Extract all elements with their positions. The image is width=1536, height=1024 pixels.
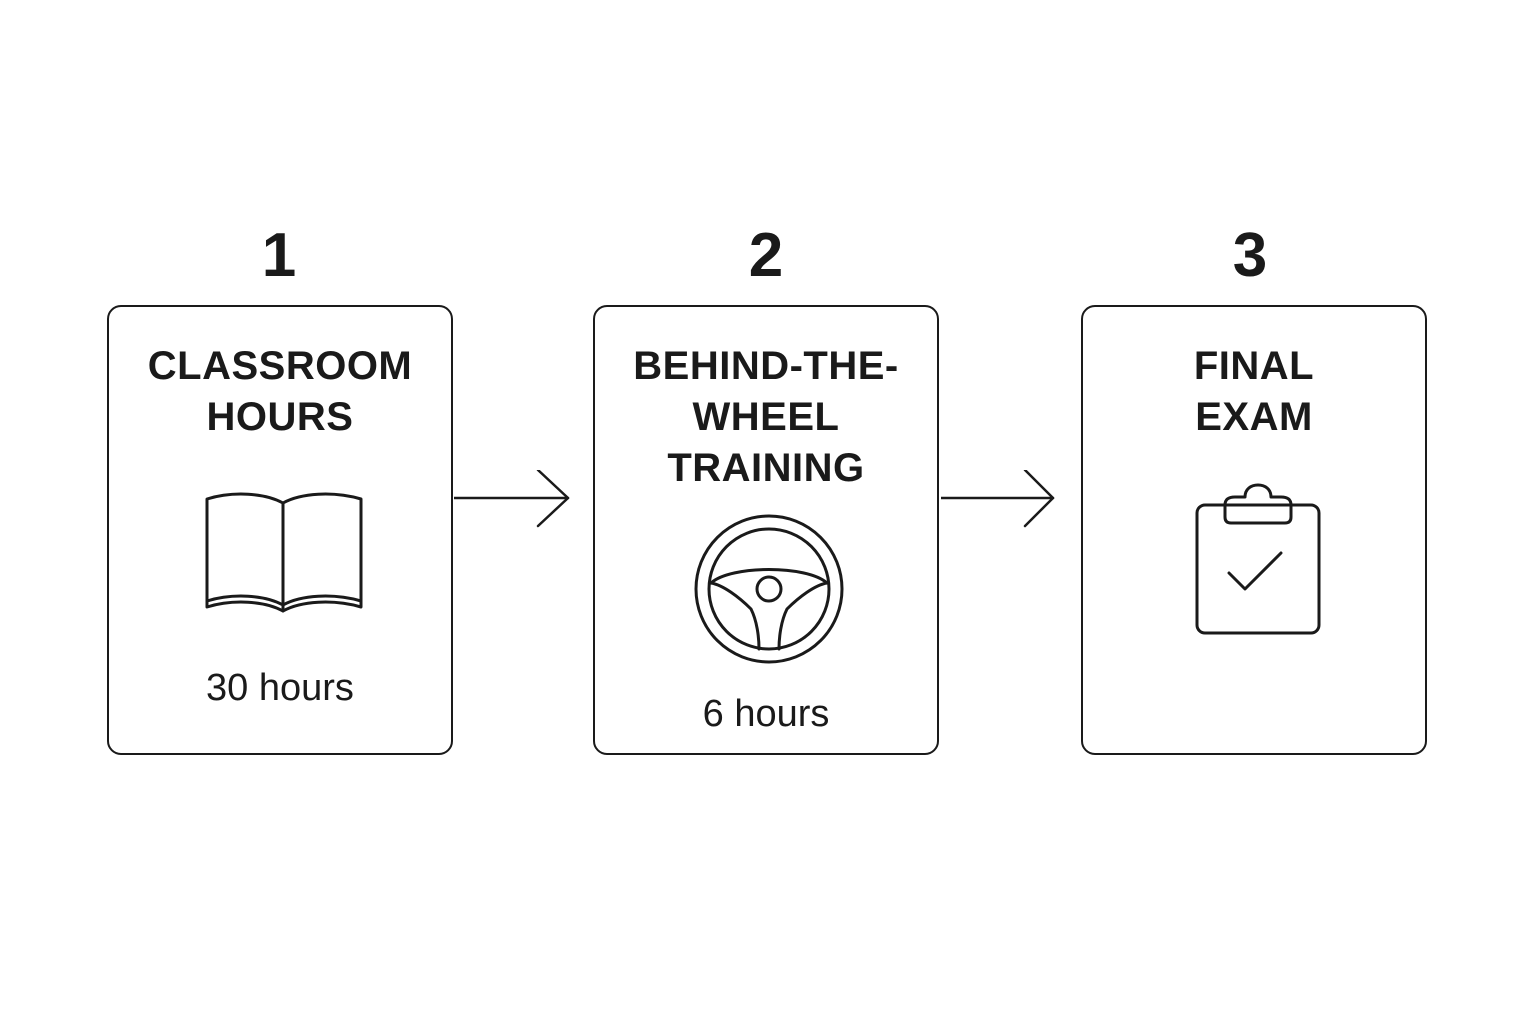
step-card-behind-the-wheel: BEHIND-THE- WHEEL TRAINING 6 hours	[593, 305, 939, 755]
step-card-final-exam: FINAL EXAM	[1081, 305, 1427, 755]
step-title-line: TRAINING	[667, 446, 865, 490]
arrow-right-icon	[941, 470, 1055, 528]
step-number-3: 3	[1232, 221, 1268, 290]
step-title: CLASSROOM HOURS	[109, 341, 451, 443]
steering-wheel-icon	[694, 514, 844, 664]
step-title-line: FINAL	[1193, 344, 1315, 388]
step-title-line: HOURS	[206, 395, 354, 439]
step-duration: 30 hours	[206, 667, 354, 709]
open-book-icon	[205, 492, 363, 613]
step-duration: 6 hours	[702, 693, 830, 735]
clipboard-check-icon	[1195, 483, 1321, 635]
step-title: FINAL EXAM	[1083, 341, 1425, 443]
arrow-right-icon	[454, 470, 570, 528]
step-title-line: WHEEL	[692, 395, 840, 439]
step-number-2: 2	[748, 221, 784, 290]
step-title-line: BEHIND-THE-	[633, 344, 899, 388]
step-number-1: 1	[261, 221, 297, 290]
step-title-line: EXAM	[1195, 395, 1313, 439]
step-title: BEHIND-THE- WHEEL TRAINING	[595, 341, 937, 494]
step-title-line: CLASSROOM	[147, 344, 413, 388]
step-card-classroom-hours: CLASSROOM HOURS 30 hours	[107, 305, 453, 755]
